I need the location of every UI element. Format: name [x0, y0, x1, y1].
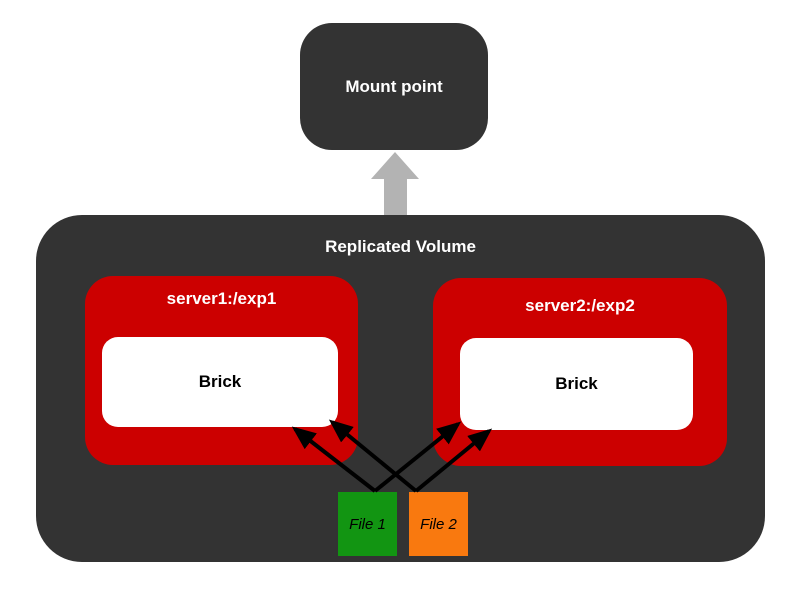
mount-point-label: Mount point	[345, 76, 443, 96]
brick2-label: Brick	[555, 374, 598, 393]
brick1-box: Brick	[102, 337, 338, 427]
server1-label: server1:/exp1	[166, 289, 277, 308]
file1-label: File 1	[349, 515, 386, 533]
brick2-box: Brick	[460, 338, 693, 430]
mount-point-box: Mount point	[300, 23, 488, 150]
file2-label: File 2	[420, 515, 457, 533]
replicated-volume-label: Replicated Volume	[325, 237, 476, 256]
file1-box: File 1	[338, 492, 397, 556]
file2-box: File 2	[409, 492, 468, 556]
up-block-arrow-shape	[371, 152, 419, 216]
server2-label: server2:/exp2	[525, 296, 635, 315]
brick1-label: Brick	[198, 372, 242, 391]
